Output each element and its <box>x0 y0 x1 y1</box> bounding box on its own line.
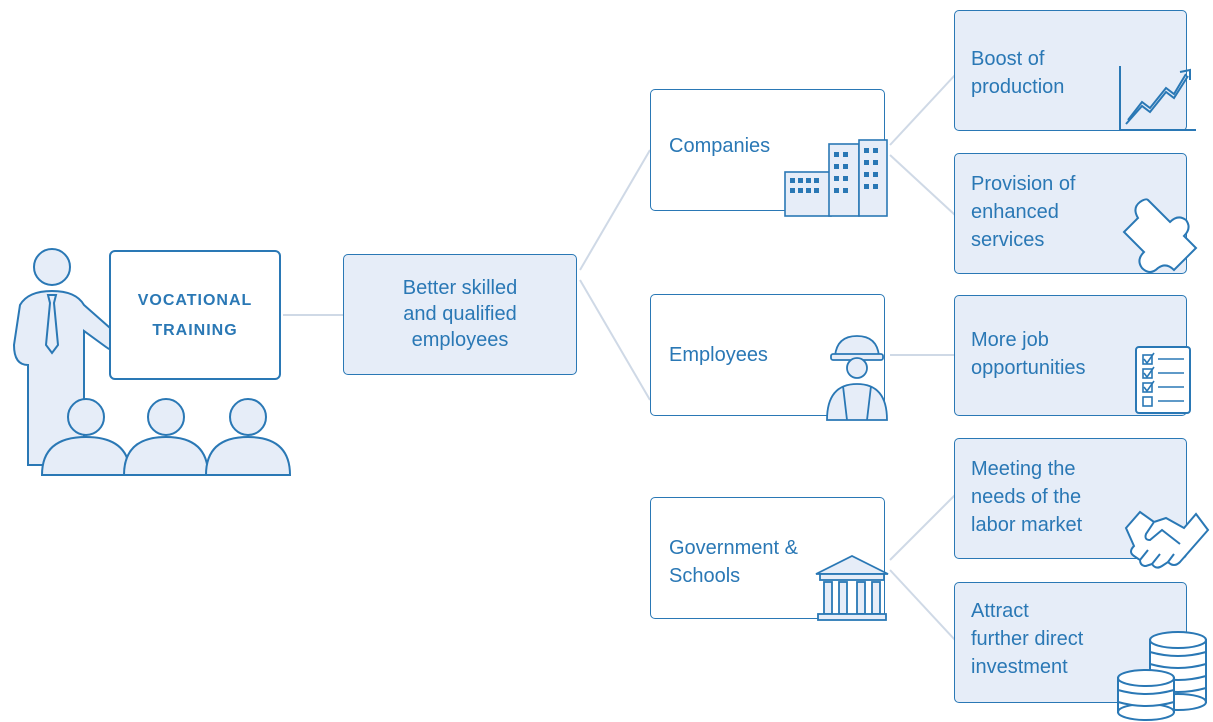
connector-government-to-investment <box>889 569 956 641</box>
outcome-label-labor-market: Meeting the needs of the labor market <box>971 458 1083 536</box>
outcome-label-services: Provision of enhanced services <box>971 173 1076 251</box>
connector-companies-to-production <box>889 74 956 146</box>
connector-companies-to-services <box>889 154 956 216</box>
outcome-label-investment: Attract further direct investment <box>971 600 1084 678</box>
buildings-icon <box>784 139 888 217</box>
worker-icon <box>826 335 888 421</box>
group-label-employees: Employees <box>669 344 768 366</box>
handshake-icon <box>1124 510 1210 569</box>
outcome-label-production: Boost of production <box>971 48 1065 98</box>
checklist-icon <box>1135 346 1191 414</box>
center-box: Better skilled and qualified employees <box>343 254 577 375</box>
connector-center-to-companies <box>579 149 651 271</box>
coins-icon <box>1117 631 1207 721</box>
growth-chart-icon <box>1119 66 1196 131</box>
group-label-government: Government & Schools <box>669 537 798 587</box>
outcome-label-jobs: More job opportunities <box>971 329 1086 379</box>
center-label: Better skilled and qualified employees <box>402 277 518 351</box>
connector-center-to-employees <box>579 279 651 401</box>
board-label: VOCATIONAL TRAINING <box>137 292 253 339</box>
group-label-companies: Companies <box>669 135 771 157</box>
connector-government-to-labor <box>889 494 956 561</box>
puzzle-piece-icon <box>1122 198 1198 273</box>
teacher-with-audience-icon <box>12 248 292 476</box>
government-building-icon <box>815 554 889 621</box>
